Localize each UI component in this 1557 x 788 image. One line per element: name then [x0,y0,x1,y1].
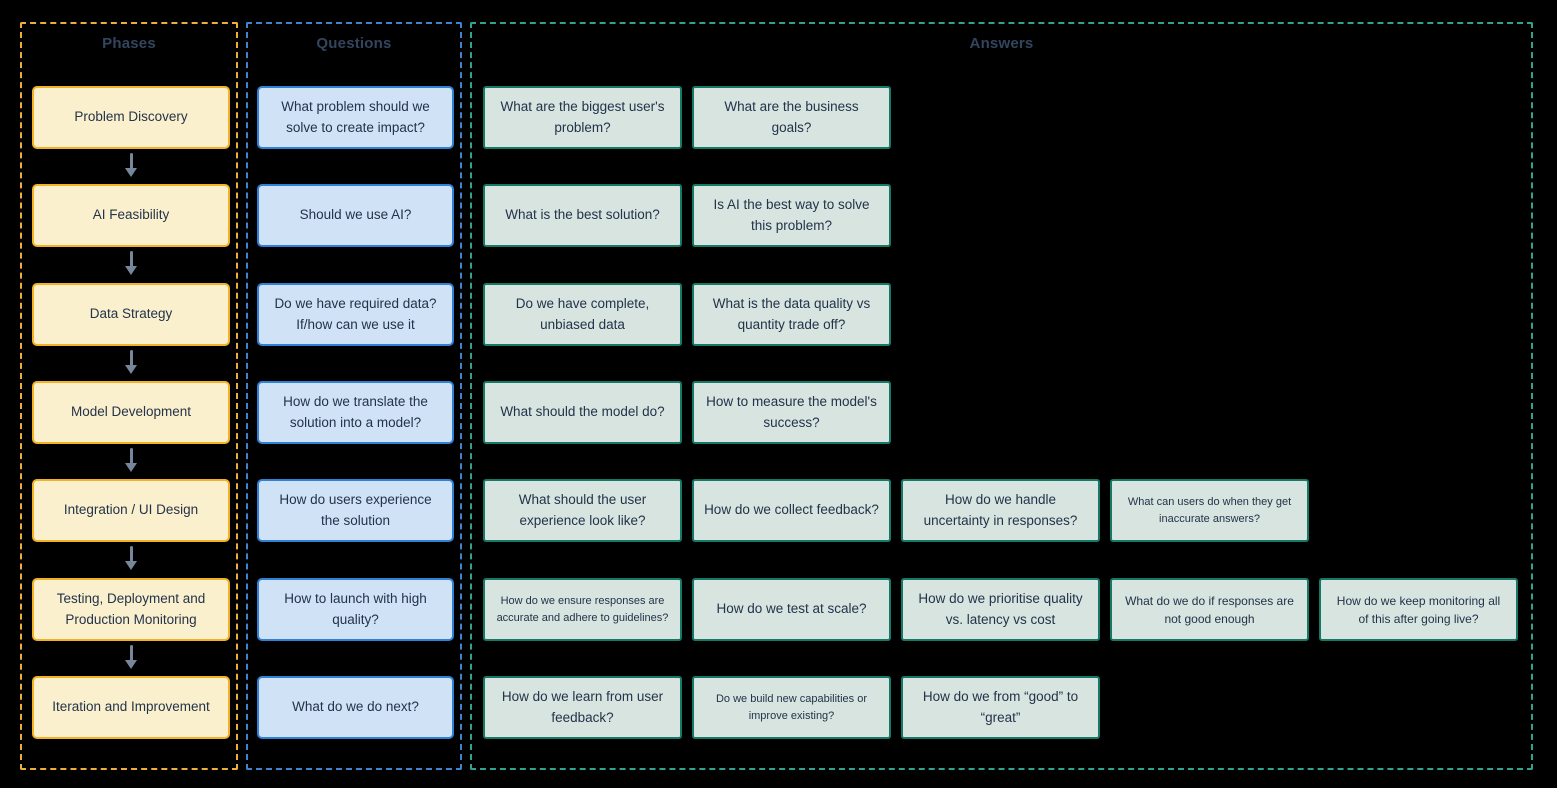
phase-box-ai-feasibility: AI Feasibility [32,184,230,247]
answer-box: How to measure the model's success? [692,381,891,444]
phase-box-integration-ui-design: Integration / UI Design [32,479,230,542]
answer-box: Do we have complete, unbiased data [483,283,682,346]
answer-box: What do we do if responses are not good … [1110,578,1309,641]
answer-box: How do we handle uncertainty in response… [901,479,1100,542]
answer-box: Is AI the best way to solve this problem… [692,184,891,247]
answer-box: Do we build new capabilities or improve … [692,676,891,739]
answer-box: What are the biggest user's problem? [483,86,682,149]
phase-box-problem-discovery: Problem Discovery [32,86,230,149]
answer-box: What are the business goals? [692,86,891,149]
phase-label: Problem Discovery [74,109,188,125]
answer-box: What is the best solution? [483,184,682,247]
answer-box: What should the user experience look lik… [483,479,682,542]
arrow-down-icon [119,546,143,570]
answers-column: Answers What are the biggest user's prob… [470,22,1533,770]
answers-header: Answers [969,35,1034,52]
answer-box: How do we prioritise quality vs. latency… [901,578,1100,641]
arrow-down-icon [119,350,143,374]
arrow-down-icon [119,251,143,275]
phase-label: Integration / UI Design [63,502,199,518]
phase-label: Testing, Deployment and Production Monit… [56,590,206,627]
answer-box: What is the data quality vs quantity tra… [692,283,891,346]
question-box: Should we use AI? [257,184,454,247]
phase-label: Iteration and Improvement [52,699,210,715]
question-box: How do we translate the solution into a … [257,381,454,444]
answer-box: How do we collect feedback? [692,479,891,542]
answer-box: How do we test at scale? [692,578,891,641]
phases-header: Phases [102,35,156,52]
question-box: How do users experience the solution [257,479,454,542]
phase-box-testing-deployment-monitoring: Testing, Deployment and Production Monit… [32,578,230,641]
arrow-down-icon [119,448,143,472]
question-box: What problem should we solve to create i… [257,86,454,149]
answer-box: What should the model do? [483,381,682,444]
questions-header: Questions [316,35,392,52]
phase-label: Data Strategy [89,306,173,322]
answer-box: What can users do when they get inaccura… [1110,479,1309,542]
question-box: Do we have required data? If/how can we … [257,283,454,346]
answer-box: How do we ensure responses are accurate … [483,578,682,641]
question-box: How to launch with high quality? [257,578,454,641]
answer-box: How do we from “good” to “great” [901,676,1100,739]
phase-box-model-development: Model Development [32,381,230,444]
phase-label: Model Development [70,404,192,420]
arrow-down-icon [119,153,143,177]
phase-box-data-strategy: Data Strategy [32,283,230,346]
questions-column: Questions What problem should we solve t… [246,22,462,770]
phases-column: Phases Problem Discovery AI Feasibility … [20,22,238,770]
answer-box: How do we learn from user feedback? [483,676,682,739]
answer-box: How do we keep monitoring all of this af… [1319,578,1518,641]
phase-box-iteration-improvement: Iteration and Improvement [32,676,230,739]
phase-label: AI Feasibility [92,207,170,223]
question-box: What do we do next? [257,676,454,739]
arrow-down-icon [119,645,143,669]
